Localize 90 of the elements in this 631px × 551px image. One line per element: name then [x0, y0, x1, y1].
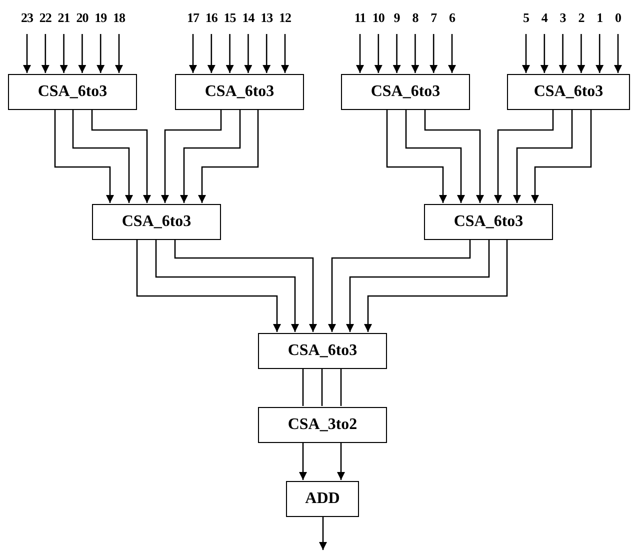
input-bit-label: 6: [442, 10, 462, 28]
arrow: [262, 34, 271, 73]
input-bit-label: 20: [72, 10, 92, 28]
adder-block: [92, 204, 221, 240]
arrow: [614, 34, 622, 73]
arrow: [244, 34, 252, 73]
arrow: [374, 34, 382, 73]
adder-block: [507, 74, 630, 110]
input-bit-label: 1: [590, 10, 610, 28]
arrow: [494, 110, 554, 203]
adder-block: [286, 481, 359, 517]
arrow: [180, 110, 241, 203]
arrow: [189, 34, 197, 73]
input-bit-label: 5: [516, 10, 536, 28]
connector-line: [321, 369, 323, 406]
arrow: [386, 110, 447, 203]
adder-block: [258, 333, 387, 369]
arrow: [411, 34, 420, 73]
input-bit-label: 16: [201, 10, 222, 28]
block-label: CSA_6to3: [38, 83, 108, 101]
adder-block: [175, 74, 304, 110]
input-bit-label: 21: [54, 10, 74, 28]
arrow: [328, 240, 471, 332]
arrow: [41, 34, 50, 73]
input-bit-label: 0: [608, 10, 628, 28]
arrow: [364, 240, 508, 332]
input-bit-label: 15: [220, 10, 240, 28]
arrow: [281, 34, 289, 73]
arrow: [91, 110, 151, 203]
arrow: [96, 34, 105, 73]
input-bit-label: 19: [90, 10, 111, 28]
arrow: [72, 110, 133, 203]
arrow: [60, 34, 68, 73]
arrow: [337, 443, 345, 480]
adder-block: [8, 74, 137, 110]
input-bit-label: 2: [571, 10, 592, 28]
block-label: CSA_3to2: [288, 416, 358, 434]
arrow: [424, 110, 484, 203]
arrow: [136, 240, 281, 332]
arrow: [531, 110, 592, 203]
input-bit-label: 17: [183, 10, 203, 28]
arrow: [299, 443, 307, 480]
arrow: [405, 110, 465, 203]
input-bit-label: 7: [424, 10, 444, 28]
arrow: [513, 110, 573, 203]
input-bit-label: 11: [350, 10, 370, 28]
block-label: CSA_6to3: [370, 83, 440, 101]
arrow: [430, 34, 438, 73]
input-bit-label: 3: [552, 10, 573, 28]
arrow: [346, 240, 490, 332]
arrow: [540, 34, 548, 73]
arrow: [23, 34, 31, 73]
block-label: ADD: [305, 490, 340, 508]
block-label: CSA_6to3: [122, 213, 192, 231]
arrow: [174, 240, 317, 332]
input-bit-label: 4: [534, 10, 554, 28]
input-bit-label: 9: [386, 10, 407, 28]
connector-line: [340, 369, 342, 406]
block-label: CSA_6to3: [534, 83, 604, 101]
arrow: [54, 110, 114, 203]
arrow: [356, 34, 364, 73]
input-bit-label: 23: [17, 10, 37, 28]
arrow: [319, 517, 327, 550]
arrow: [207, 34, 216, 73]
input-bit-label: 13: [256, 10, 277, 28]
arrow: [448, 34, 456, 73]
input-bit-label: 8: [405, 10, 426, 28]
adder-block: [258, 407, 387, 443]
input-bit-label: 12: [275, 10, 295, 28]
block-label: CSA_6to3: [288, 342, 358, 360]
adder-block: [341, 74, 470, 110]
arrow: [198, 110, 259, 203]
arrow: [226, 34, 234, 73]
arrow: [596, 34, 604, 73]
block-label: CSA_6to3: [454, 213, 524, 231]
arrow: [558, 34, 567, 73]
arrow: [392, 34, 401, 73]
input-bit-label: 10: [368, 10, 388, 28]
arrow: [78, 34, 86, 73]
connector-line: [302, 369, 304, 406]
arrow: [155, 240, 299, 332]
arrow: [115, 34, 123, 73]
block-label: CSA_6to3: [204, 83, 274, 101]
arrow: [161, 110, 222, 203]
arrow: [577, 34, 586, 73]
adder-block: [424, 204, 553, 240]
input-bit-label: 18: [109, 10, 129, 28]
input-bit-label: 14: [238, 10, 258, 28]
input-bit-label: 22: [35, 10, 56, 28]
arrow: [522, 34, 530, 73]
